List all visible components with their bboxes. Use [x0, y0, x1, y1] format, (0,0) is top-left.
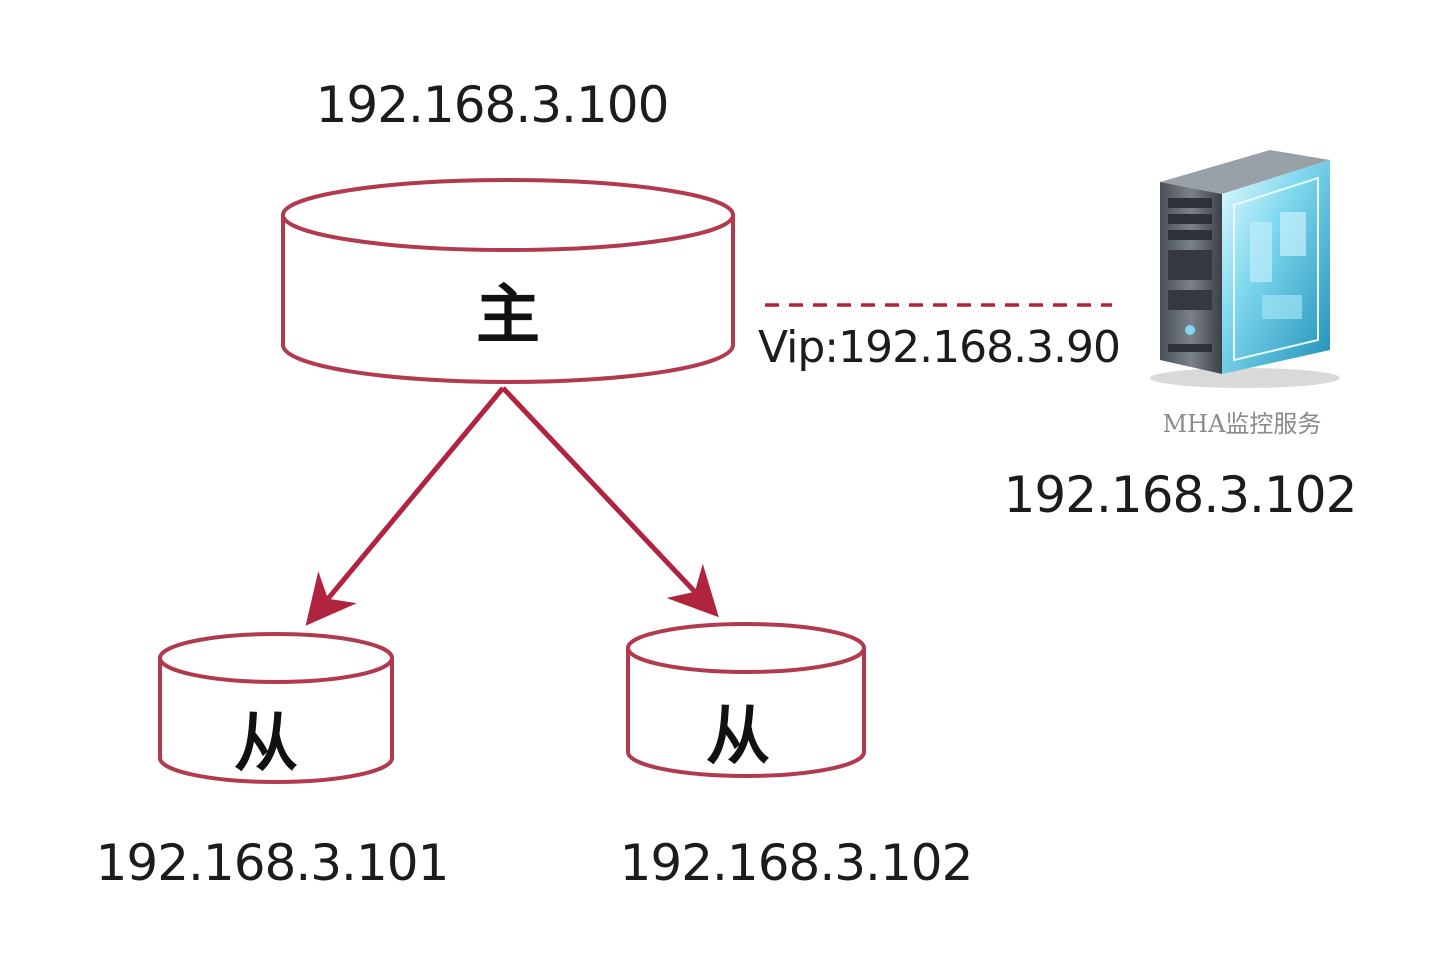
- master-database: 主: [281, 178, 735, 384]
- replication-arrow-left: [305, 386, 505, 626]
- vip-label: Vip:192.168.3.90: [758, 322, 1120, 373]
- slave-database-2: 从: [626, 622, 866, 778]
- master-ip-label: 192.168.3.100: [316, 76, 669, 134]
- master-database-label: 主: [476, 279, 540, 353]
- server-icon: [1150, 150, 1340, 388]
- monitor-caption: MHA监控服务: [1163, 410, 1322, 438]
- slave-database-1: 从: [158, 632, 394, 784]
- slave-1-ip-label: 192.168.3.101: [96, 834, 449, 892]
- monitor-ip-label: 192.168.3.102: [1004, 466, 1357, 524]
- replication-arrow-right: [501, 386, 719, 618]
- slave-database-2-label: 从: [706, 700, 770, 774]
- slave-database-1-label: 从: [234, 707, 298, 781]
- slave-2-ip-label: 192.168.3.102: [620, 834, 973, 892]
